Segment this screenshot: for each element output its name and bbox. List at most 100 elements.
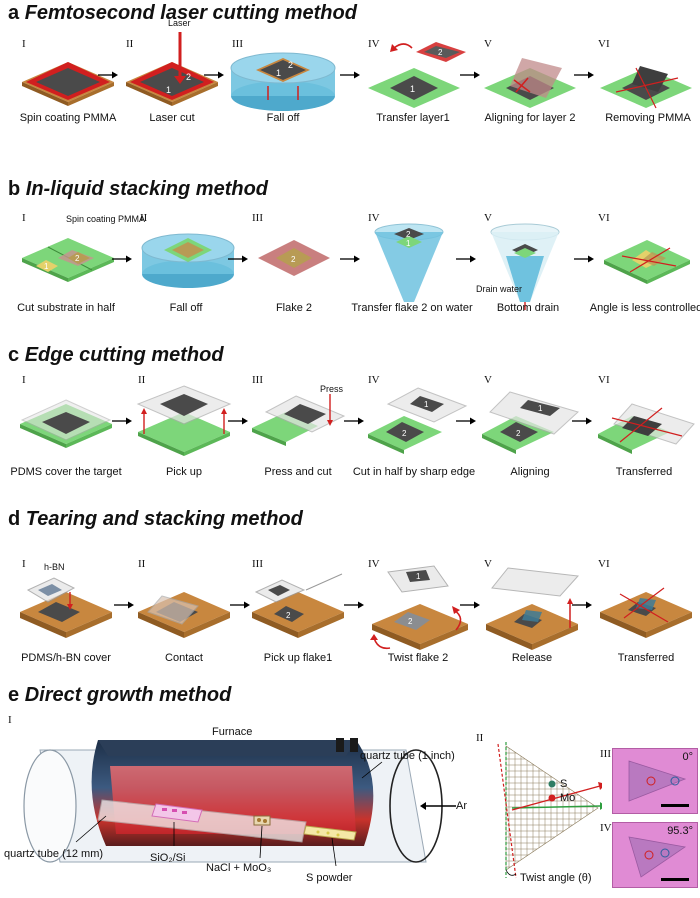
svg-text:2: 2 bbox=[408, 617, 413, 626]
arrow-right-icon bbox=[112, 417, 132, 425]
step-numeral: V bbox=[484, 374, 492, 386]
flake-2: 2 bbox=[258, 240, 330, 276]
step-caption: Aligning bbox=[510, 466, 550, 478]
step-caption: Cut substrate in half bbox=[17, 302, 115, 314]
spin-coated-substrate bbox=[22, 62, 114, 106]
step-caption: Press and cut bbox=[264, 466, 332, 478]
sio2-label: SiO₂/Si bbox=[150, 852, 186, 864]
contact bbox=[138, 592, 230, 638]
s-powder-label: S powder bbox=[306, 872, 353, 884]
step-numeral: V bbox=[484, 558, 492, 570]
section-a-title: a Femtosecond laser cutting method bbox=[8, 2, 357, 25]
arrow-right-icon bbox=[112, 255, 132, 263]
arrow-right-icon bbox=[572, 417, 592, 425]
cvd-furnace bbox=[23, 738, 456, 867]
twist-lattice bbox=[497, 742, 602, 879]
svg-text:2: 2 bbox=[516, 429, 521, 438]
step-caption: Removing PMMA bbox=[605, 112, 691, 124]
step-numeral: I bbox=[22, 374, 26, 386]
svg-text:1: 1 bbox=[416, 572, 421, 581]
step-caption: Flake 2 bbox=[275, 302, 313, 314]
optical-image-95: 95.3° bbox=[612, 822, 698, 888]
twist-angle-label: Twist angle (θ) bbox=[520, 872, 592, 884]
section-letter: c bbox=[8, 344, 20, 366]
section-letter: d bbox=[8, 508, 21, 530]
laser-cut-substrate: 1 2 bbox=[126, 32, 218, 106]
arrow-right-icon bbox=[574, 255, 594, 263]
furnace-label: Furnace bbox=[212, 726, 253, 738]
optical-image-0: 0° bbox=[612, 748, 698, 814]
pick-up bbox=[136, 385, 232, 456]
section-d-title: d Tearing and stacking method bbox=[8, 508, 303, 531]
step-numeral: I bbox=[22, 38, 26, 50]
water-bath bbox=[141, 233, 235, 288]
angle-0-label: 0° bbox=[682, 751, 693, 763]
step-caption: Fall off bbox=[266, 112, 300, 124]
funnel-draining bbox=[490, 223, 560, 310]
svg-text:1: 1 bbox=[538, 404, 543, 413]
svg-text:2: 2 bbox=[402, 429, 407, 438]
step-numeral: V bbox=[484, 212, 492, 224]
panel-numeral: II bbox=[476, 732, 484, 744]
panel-numeral: I bbox=[8, 714, 12, 726]
step-numeral: III bbox=[252, 212, 263, 224]
step-numeral: II bbox=[138, 374, 146, 386]
section-letter: a bbox=[8, 2, 20, 24]
arrow-right-icon bbox=[344, 417, 364, 425]
hbn-label: h-BN bbox=[44, 562, 65, 572]
svg-text:2: 2 bbox=[75, 254, 80, 263]
step-numeral: VI bbox=[598, 374, 610, 386]
arrow-right-icon bbox=[572, 601, 592, 609]
arrow-right-icon bbox=[204, 71, 224, 79]
section-e-title: e Direct growth method bbox=[8, 684, 231, 707]
svg-text:1: 1 bbox=[166, 85, 171, 95]
svg-text:2: 2 bbox=[288, 60, 293, 70]
release bbox=[486, 567, 580, 650]
svg-text:1: 1 bbox=[410, 84, 415, 94]
step-numeral: I bbox=[22, 212, 26, 224]
step-numeral: III bbox=[252, 374, 263, 386]
step-caption: Aligning for layer 2 bbox=[484, 112, 576, 124]
svg-text:2: 2 bbox=[438, 48, 443, 57]
section-name: Edge cutting method bbox=[24, 344, 224, 366]
section-b-row: I II III IV V VI 2 1 Spin coating PMMA 2 bbox=[0, 208, 700, 320]
cut-substrate: 2 1 bbox=[22, 238, 114, 282]
funnel: 2 1 bbox=[374, 223, 444, 302]
section-b-title: b In-liquid stacking method bbox=[8, 178, 268, 201]
quartz-tube-1-label: quartz tube (1 inch) bbox=[360, 750, 455, 762]
pick-up-flake1: 2 bbox=[252, 573, 344, 638]
transferred-twisted bbox=[600, 587, 692, 638]
arrow-right-icon bbox=[460, 71, 480, 79]
arrow-right-icon bbox=[460, 601, 480, 609]
uncontrolled-stack bbox=[604, 240, 690, 284]
svg-text:2: 2 bbox=[286, 611, 291, 620]
svg-text:2: 2 bbox=[186, 72, 191, 82]
step-numeral: II bbox=[126, 38, 134, 50]
step-caption: Pick up bbox=[165, 466, 203, 478]
laser-label: Laser bbox=[168, 18, 191, 28]
section-name: In-liquid stacking method bbox=[25, 178, 269, 200]
step-caption: Twist flake 2 bbox=[387, 652, 449, 664]
step-caption: Transferred bbox=[615, 466, 673, 478]
step-numeral: III bbox=[252, 558, 263, 570]
panel-numeral: IV bbox=[600, 822, 612, 834]
step-numeral: II bbox=[140, 212, 148, 224]
arrow-right-icon bbox=[456, 417, 476, 425]
press-and-cut bbox=[252, 394, 346, 446]
step-numeral: IV bbox=[368, 374, 380, 386]
ar-label: Ar bbox=[456, 800, 467, 812]
step-caption: Angle is less controlled bbox=[589, 302, 700, 314]
step-caption: Cut in half by sharp edge bbox=[352, 466, 476, 478]
cut-in-half: 1 2 bbox=[368, 387, 468, 454]
step-caption: Transferred bbox=[617, 652, 675, 664]
step-numeral: II bbox=[138, 558, 146, 570]
twist-flake-2: 2 1 bbox=[370, 565, 468, 650]
arrow-right-icon bbox=[230, 601, 250, 609]
step-caption: Pick up flake1 bbox=[263, 652, 333, 664]
arrow-right-icon bbox=[340, 255, 360, 263]
svg-text:1: 1 bbox=[406, 239, 411, 248]
transfer-layer-substrate: 1 2 bbox=[368, 42, 466, 108]
arrow-right-icon bbox=[114, 601, 134, 609]
svg-text:2: 2 bbox=[291, 255, 296, 264]
aligning: 2 1 bbox=[482, 391, 579, 454]
